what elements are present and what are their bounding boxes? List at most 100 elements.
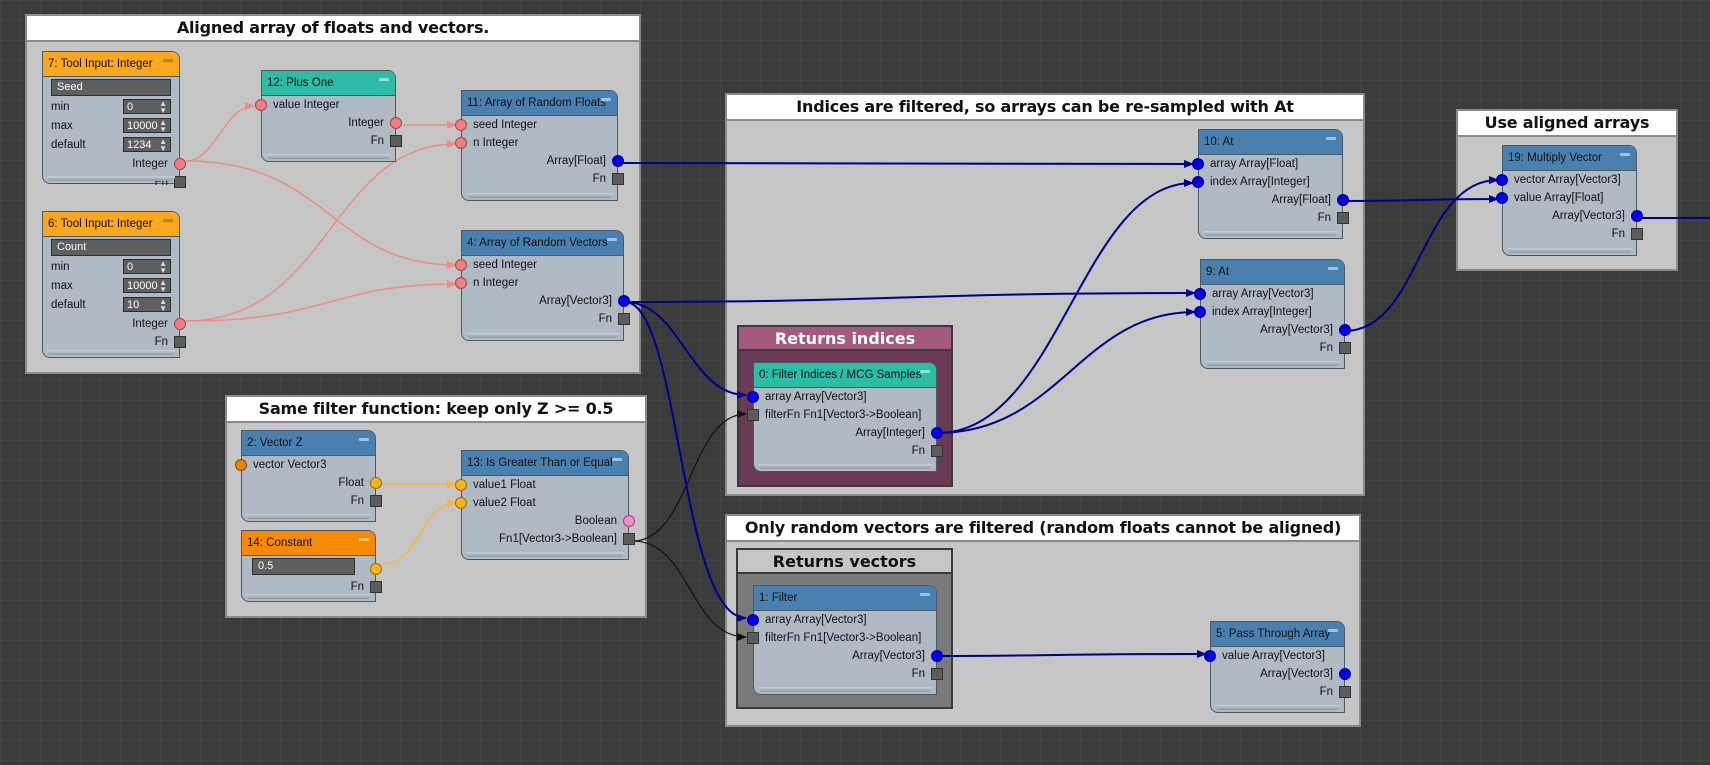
- output-port-float[interactable]: [370, 477, 382, 489]
- node-header[interactable]: 7: Tool Input: Integer: [43, 52, 179, 77]
- output-port-float[interactable]: [370, 563, 382, 575]
- spinner-arrows-icon[interactable]: ▲▼: [159, 297, 167, 313]
- output-port-fn[interactable]: [931, 668, 943, 680]
- input-port-n[interactable]: [455, 277, 467, 289]
- input-port-value[interactable]: [1496, 192, 1508, 204]
- resize-handle[interactable]: [1215, 705, 1340, 710]
- output-port-integer[interactable]: [174, 158, 186, 170]
- node-pass-through-array[interactable]: 5: Pass Through Array value Array[Vector…: [1204, 621, 1351, 713]
- minimize-icon[interactable]: [359, 538, 369, 541]
- output-port-integer[interactable]: [174, 318, 186, 330]
- input-port-seed[interactable]: [455, 259, 467, 271]
- resize-handle[interactable]: [246, 514, 371, 519]
- node-header[interactable]: 19: Multiply Vector: [1503, 146, 1636, 171]
- node-header[interactable]: 0: Filter Indices / MCG Samples: [754, 363, 936, 388]
- input-port-vector[interactable]: [1496, 174, 1508, 186]
- node-header[interactable]: 5: Pass Through Array: [1211, 622, 1344, 647]
- max-spinner[interactable]: 10000▲▼: [123, 118, 171, 134]
- input-port-array[interactable]: [747, 391, 759, 403]
- default-spinner[interactable]: 1234▲▼: [123, 137, 171, 153]
- output-port-fn[interactable]: [370, 581, 382, 593]
- min-spinner[interactable]: 0▲▼: [123, 259, 171, 275]
- resize-handle[interactable]: [1507, 248, 1632, 253]
- minimize-icon[interactable]: [379, 78, 389, 81]
- spinner-arrows-icon[interactable]: ▲▼: [159, 259, 167, 275]
- constant-value-field[interactable]: 0.5: [252, 558, 355, 575]
- minimize-icon[interactable]: [607, 238, 617, 241]
- output-port-array-integer[interactable]: [931, 427, 943, 439]
- output-port-array-vector3[interactable]: [1339, 324, 1351, 336]
- node-array-random-floats[interactable]: 11: Array of Random Floats seed Integer …: [455, 90, 624, 201]
- input-port-value[interactable]: [1204, 650, 1216, 662]
- resize-handle[interactable]: [758, 687, 932, 692]
- input-port-n[interactable]: [455, 137, 467, 149]
- output-port-fn[interactable]: [174, 176, 186, 188]
- min-spinner[interactable]: 0▲▼: [123, 99, 171, 115]
- minimize-icon[interactable]: [163, 219, 173, 222]
- spinner-arrows-icon[interactable]: ▲▼: [159, 118, 167, 134]
- input-port-array[interactable]: [747, 614, 759, 626]
- name-field[interactable]: Count: [51, 239, 171, 256]
- node-header[interactable]: 14: Constant: [242, 531, 375, 556]
- minimize-icon[interactable]: [1326, 137, 1336, 140]
- output-port-array-vector3[interactable]: [618, 295, 630, 307]
- output-port-array-vector3[interactable]: [931, 650, 943, 662]
- output-port-boolean[interactable]: [623, 515, 635, 527]
- output-port-fn[interactable]: [931, 445, 943, 457]
- resize-handle[interactable]: [466, 552, 624, 557]
- output-port-array-float[interactable]: [1337, 194, 1349, 206]
- resize-handle[interactable]: [1203, 231, 1338, 236]
- minimize-icon[interactable]: [1328, 629, 1338, 632]
- node-filter[interactable]: 1: Filter array Array[Vector3] filterFn …: [747, 585, 943, 695]
- resize-handle[interactable]: [246, 594, 371, 599]
- output-port-fn[interactable]: [1337, 212, 1349, 224]
- input-port-value2[interactable]: [455, 497, 467, 509]
- spinner-arrows-icon[interactable]: ▲▼: [159, 99, 167, 115]
- input-port-value1[interactable]: [455, 479, 467, 491]
- output-port-fn[interactable]: [1339, 342, 1351, 354]
- resize-handle[interactable]: [466, 193, 613, 198]
- spinner-arrows-icon[interactable]: ▲▼: [159, 278, 167, 294]
- node-header[interactable]: 9: At: [1201, 260, 1344, 285]
- default-spinner[interactable]: 10▲▼: [123, 297, 171, 313]
- minimize-icon[interactable]: [920, 370, 930, 373]
- minimize-icon[interactable]: [1328, 267, 1338, 270]
- node-header[interactable]: 11: Array of Random Floats: [462, 91, 617, 116]
- max-spinner[interactable]: 10000▲▼: [123, 278, 171, 294]
- node-header[interactable]: 10: At: [1199, 130, 1342, 155]
- input-port-array[interactable]: [1194, 288, 1206, 300]
- input-port-index[interactable]: [1192, 176, 1204, 188]
- output-port-array-vector3[interactable]: [1631, 210, 1643, 222]
- output-port-fn[interactable]: [1631, 228, 1643, 240]
- node-at-10[interactable]: 10: At array Array[Float] index Array[In…: [1192, 129, 1349, 239]
- output-port-array-float[interactable]: [612, 155, 624, 167]
- minimize-icon[interactable]: [163, 59, 173, 62]
- node-header[interactable]: 4: Array of Random Vectors: [462, 231, 623, 256]
- minimize-icon[interactable]: [612, 458, 622, 461]
- minimize-icon[interactable]: [920, 593, 930, 596]
- output-port-fn[interactable]: [390, 135, 402, 147]
- node-vector-z[interactable]: 2: Vector Z vector Vector3 Float Fn: [235, 430, 382, 522]
- minimize-icon[interactable]: [359, 438, 369, 441]
- output-port-fn[interactable]: [1339, 686, 1351, 698]
- node-header[interactable]: 13: Is Greater Than or Equal: [462, 451, 628, 476]
- input-port-vector[interactable]: [235, 459, 247, 471]
- node-filter-indices[interactable]: 0: Filter Indices / MCG Samples array Ar…: [747, 362, 943, 472]
- minimize-icon[interactable]: [1620, 153, 1630, 156]
- node-greater-equal[interactable]: 13: Is Greater Than or Equal value1 Floa…: [455, 450, 635, 560]
- output-port-fn[interactable]: [612, 173, 624, 185]
- input-port-index[interactable]: [1194, 306, 1206, 318]
- output-port-array-vector3[interactable]: [1339, 668, 1351, 680]
- node-constant[interactable]: 14: Constant 0.5 Fn: [241, 530, 382, 602]
- input-port-filterfn[interactable]: [747, 409, 759, 421]
- node-plus-one[interactable]: 12: Plus One value Integer Integer Fn: [255, 70, 402, 162]
- resize-handle[interactable]: [47, 350, 175, 355]
- output-port-fn[interactable]: [618, 313, 630, 325]
- input-port-filterfn[interactable]: [747, 632, 759, 644]
- output-port-fn1[interactable]: [623, 533, 635, 545]
- input-port-value[interactable]: [255, 99, 267, 111]
- resize-handle[interactable]: [1205, 361, 1340, 366]
- node-header[interactable]: 1: Filter: [754, 586, 936, 611]
